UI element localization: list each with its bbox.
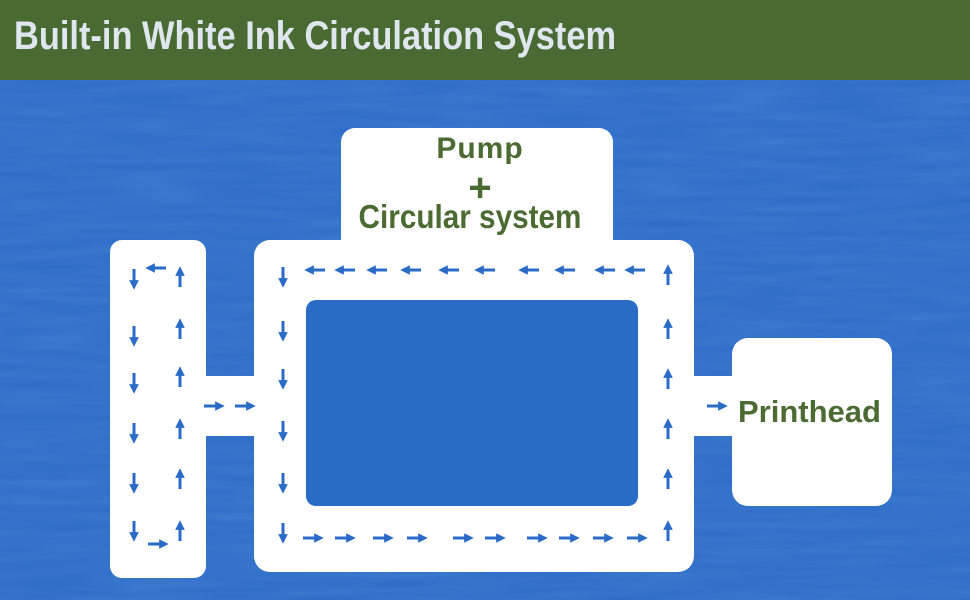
circular-system-label: Circular system [358, 198, 582, 235]
page-title: Built-in White Ink Circulation System [14, 14, 617, 58]
return-pipe [110, 240, 206, 578]
pump-box [341, 128, 613, 253]
plus-symbol: + [468, 166, 492, 210]
flow-arrows [129, 263, 728, 549]
printhead-box [732, 338, 892, 506]
circulation-diagram [0, 80, 970, 600]
printhead-label: Printhead [738, 394, 881, 429]
pump-label: Pump [436, 132, 524, 165]
loop-center-hole [306, 300, 638, 506]
header-banner: Built-in White Ink Circulation System [0, 0, 970, 80]
diagram-canvas: Pump + Circular system Printhead [0, 80, 970, 600]
